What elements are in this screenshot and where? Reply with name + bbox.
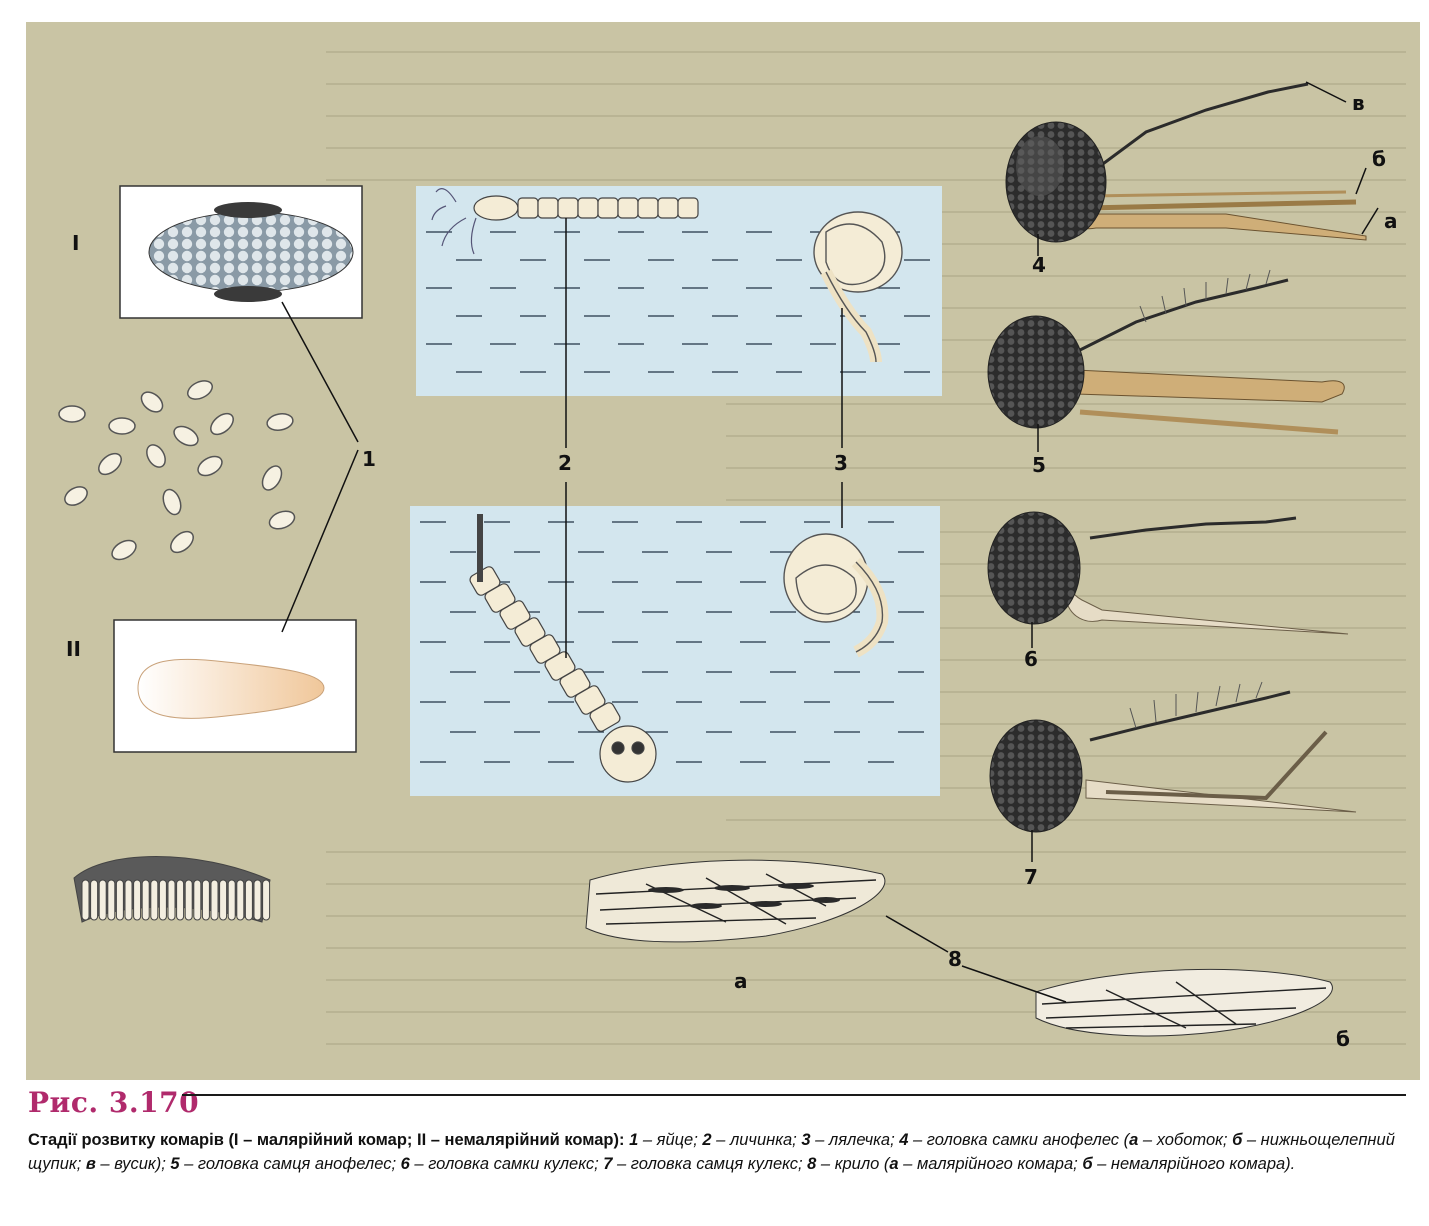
caption-item-number: а	[1129, 1131, 1139, 1149]
label-head-female-anopheles: 4	[1032, 253, 1046, 277]
caption-item-number: 5	[170, 1155, 180, 1173]
label-wing-non-malaria: б	[1336, 1027, 1350, 1051]
caption-item-text: – головка самки кулекс;	[409, 1155, 604, 1173]
mosquito-head-5	[987, 269, 1345, 435]
caption-item-number: 2	[702, 1131, 712, 1149]
wing-non-malaria	[1035, 968, 1333, 1037]
label-palp: б	[1372, 147, 1386, 171]
caption-item-text: – головка самки анофелес (	[908, 1131, 1130, 1149]
wing-malaria	[585, 859, 886, 943]
mosquito-head-7	[989, 681, 1357, 833]
caption-item-text: – малярійного комара;	[898, 1155, 1083, 1173]
caption-item-text: – головка самця кулекс;	[612, 1155, 808, 1173]
figure-number: Рис. 3.170	[28, 1086, 200, 1119]
label-wing: 8	[948, 947, 962, 971]
caption-item-text: – личинка;	[711, 1131, 802, 1149]
label-eggs: 1	[362, 447, 376, 471]
caption-title: Стадії розвитку комарів (І – малярійний …	[28, 1131, 625, 1149]
leader-lines-1	[281, 301, 359, 633]
leader-lines-heads	[1031, 81, 1379, 862]
mosquito-illustration: I II 1 2 3 4 5 6 7 8 а б в а б	[58, 51, 1406, 1051]
caption-item-text: – нижньощелепний щупик;	[28, 1131, 1395, 1173]
caption-item-number: 3	[801, 1131, 811, 1149]
caption-divider	[182, 1094, 1406, 1096]
figure-caption: Стадії розвитку комарів (І – малярійний …	[28, 1128, 1408, 1176]
figure-plate: I II 1 2 3 4 5 6 7 8 а б в а б	[26, 22, 1420, 1080]
caption-item-number: в	[85, 1155, 96, 1173]
culex-pupa	[783, 533, 889, 658]
anopheles-egg-drawing	[148, 211, 354, 293]
caption-item-text: – хоботок;	[1138, 1131, 1233, 1149]
label-antenna: в	[1352, 91, 1365, 115]
label-non-malaria-type: II	[66, 637, 81, 661]
water-dashes	[420, 231, 930, 763]
culex-larva	[469, 514, 657, 783]
caption-item-text: – вусик);	[95, 1155, 171, 1173]
caption-item-number: 1	[629, 1131, 639, 1149]
anopheles-larva	[431, 188, 699, 255]
label-wing-malaria: а	[734, 969, 748, 993]
caption-item-number: 6	[400, 1155, 410, 1173]
caption-item-number: 8	[807, 1155, 817, 1173]
caption-item-text: – крило (	[816, 1155, 890, 1173]
label-larva: 2	[558, 451, 572, 475]
caption-item-text: – лялечка;	[810, 1131, 900, 1149]
caption-items: 1 – яйце; 2 – личинка; 3 – лялечка; 4 – …	[28, 1131, 1395, 1173]
mosquito-head-6	[987, 511, 1349, 635]
anopheles-pupa	[813, 211, 903, 363]
leader-lines-2-3	[565, 218, 843, 658]
label-head-male-anopheles: 5	[1032, 453, 1046, 477]
label-proboscis: а	[1384, 209, 1398, 233]
mosquito-head-4	[1005, 82, 1367, 243]
label-malaria-type: I	[72, 231, 79, 255]
caption-item-number: 7	[603, 1155, 613, 1173]
loose-eggs	[58, 380, 296, 561]
caption-item-number: б	[1232, 1131, 1243, 1149]
label-head-female-culex: 6	[1024, 647, 1038, 671]
label-head-male-culex: 7	[1024, 865, 1038, 889]
caption-item-number: 4	[899, 1131, 909, 1149]
caption-item-text: – яйце;	[638, 1131, 703, 1149]
caption-item-text: – немалярійного комара).	[1092, 1155, 1296, 1173]
caption-item-text: – головка самця анофелес;	[179, 1155, 401, 1173]
label-pupa: 3	[834, 451, 848, 475]
leader-lines-8	[885, 915, 1067, 1003]
culex-egg-raft	[73, 856, 271, 923]
caption-item-number: б	[1082, 1155, 1093, 1173]
culex-egg-drawing	[137, 658, 325, 719]
caption-item-number: а	[889, 1155, 899, 1173]
